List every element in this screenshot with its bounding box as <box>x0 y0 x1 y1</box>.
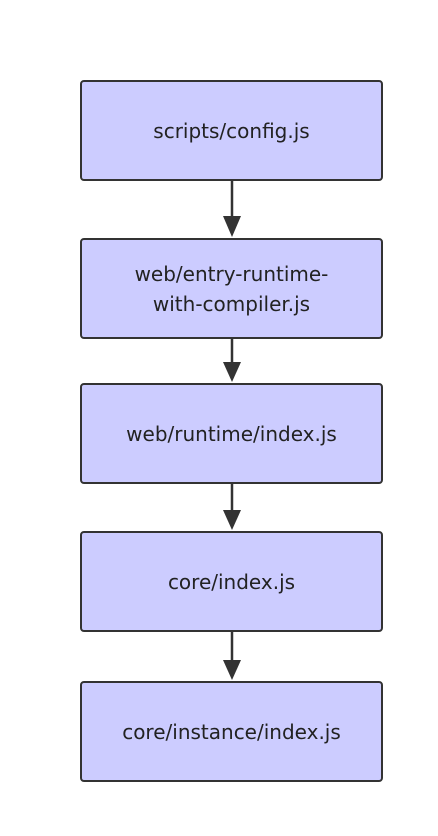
node-web-entry-runtime-with-compiler: web/entry-runtime-with-compiler.js <box>80 238 383 339</box>
node-label: core/instance/index.js <box>122 719 341 744</box>
node-label: core/index.js <box>167 569 296 594</box>
node-core-index: core/index.js <box>80 531 383 632</box>
node-web-runtime-index: web/runtime/index.js <box>80 383 383 484</box>
arrow-4-to-5 <box>223 632 241 680</box>
arrow-1-to-2 <box>223 181 241 237</box>
arrow-2-to-3 <box>223 339 241 382</box>
node-scripts-config: scripts/config.js <box>80 80 383 181</box>
node-label: web/runtime/index.js <box>126 421 337 446</box>
arrow-3-to-4 <box>223 484 241 530</box>
node-label: scripts/config.js <box>153 118 310 143</box>
node-label: web/entry-runtime-with-compiler.js <box>134 261 329 316</box>
node-core-instance-index: core/instance/index.js <box>80 681 383 782</box>
